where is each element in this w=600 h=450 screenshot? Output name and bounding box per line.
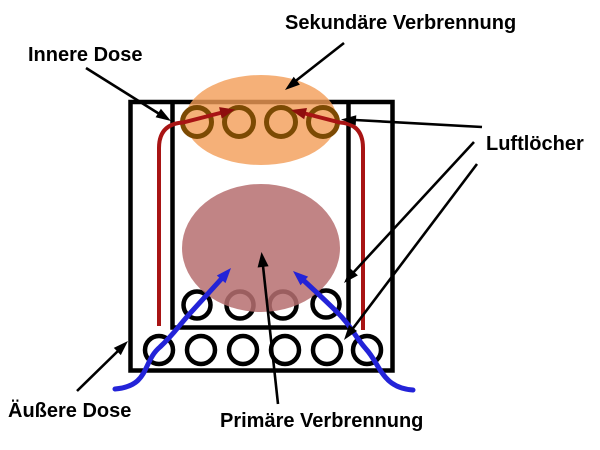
air-hole bbox=[184, 333, 218, 367]
air-hole bbox=[226, 333, 260, 367]
air-holes-arrowhead-middle bbox=[344, 268, 358, 283]
primary-combustion-label: Primäre Verbrennung bbox=[220, 410, 423, 432]
primary-combustion-arrow bbox=[261, 265, 280, 405]
air-hole bbox=[222, 105, 256, 139]
inner-can-arrow bbox=[85, 66, 162, 117]
air-holes-arrow-middle bbox=[351, 141, 475, 275]
primary-combustion-arrowhead bbox=[257, 252, 269, 268]
air-holes-arrowhead-top bbox=[341, 115, 357, 126]
air-hole bbox=[310, 288, 342, 320]
hot-gas-arrowhead-right bbox=[291, 108, 307, 120]
air-hole bbox=[142, 333, 176, 367]
hot-gas-flow-right bbox=[300, 110, 365, 330]
air-holes-label: Luftlöcher bbox=[486, 133, 584, 155]
outer-can-arrow bbox=[76, 348, 121, 392]
air-holes-arrow-top bbox=[354, 118, 483, 129]
outer-can-arrowhead bbox=[113, 341, 128, 356]
hot-gas-flow-left bbox=[157, 110, 225, 326]
air-hole bbox=[350, 333, 384, 367]
outer-can-label: Äußere Dose bbox=[8, 399, 131, 422]
air-holes-arrowhead-bottom bbox=[344, 325, 357, 340]
inner-can-label: Innere Dose bbox=[28, 44, 142, 66]
secondary-combustion-label: Sekundäre Verbrennung bbox=[285, 12, 516, 34]
air-hole bbox=[181, 289, 213, 321]
air-flow-arrowhead-right bbox=[293, 271, 309, 286]
air-hole bbox=[310, 333, 344, 367]
inner-can-outline bbox=[170, 102, 351, 330]
air-flow-left bbox=[112, 273, 227, 392]
secondary-combustion-zone bbox=[185, 75, 337, 165]
secondary-combustion-arrowhead bbox=[285, 76, 300, 90]
air-hole bbox=[264, 105, 298, 139]
hot-gas-arrowhead-left bbox=[219, 107, 235, 119]
air-flow-arrowhead-left bbox=[216, 268, 231, 284]
inner-can-arrowhead bbox=[155, 108, 171, 121]
air-holes-arrow-bottom bbox=[349, 163, 479, 332]
secondary-combustion-arrow bbox=[292, 41, 345, 85]
